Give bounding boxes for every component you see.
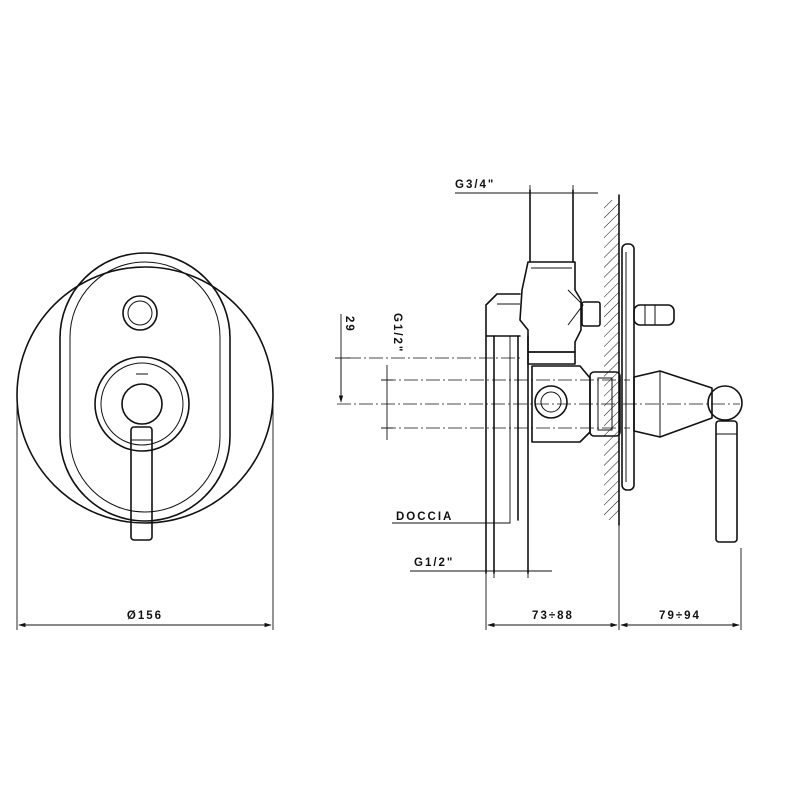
cover-plate-inner-oval-2: [69, 261, 221, 513]
outlet-name-label: DOCCIA: [396, 511, 453, 523]
side-view: [337, 189, 743, 574]
depth-range-dimension: 73÷88: [485, 525, 620, 630]
offset-label: 29: [343, 316, 355, 333]
diverter-knob-inner: [127, 300, 153, 326]
handle-ball: [707, 385, 743, 421]
wall-hatch: [604, 200, 619, 520]
outlet-size-bottom-label: G1/2": [414, 557, 454, 569]
mixer-connector-inner: [540, 391, 562, 413]
outlet-size-bottom-dimension: G1/2": [410, 557, 552, 578]
lever-handle: [130, 426, 153, 541]
mixer-rosette-inner: [100, 362, 184, 446]
shower-outlet-elbow: [485, 293, 521, 337]
offset-dimension: 29: [335, 314, 355, 403]
inlet-size-dimension: G3/4": [455, 179, 598, 194]
valve-body-upper: [519, 261, 582, 353]
cover-plate-outer: [16, 266, 274, 524]
front-view: [16, 252, 274, 541]
projection-range-dimension: 79÷94: [620, 548, 742, 630]
outlet-size-top-label: G1/2": [391, 313, 403, 353]
projection-range-label: 79÷94: [659, 610, 701, 622]
diverter-knob-outer: [122, 295, 158, 331]
mixer-connector-outer: [534, 385, 568, 419]
cover-plate-profile: [621, 243, 635, 491]
mixer-hub: [121, 383, 163, 425]
valve-neck: [527, 351, 576, 365]
inlet-size-label: G3/4": [455, 179, 495, 191]
depth-range-label: 73÷88: [532, 610, 574, 622]
handle-lever-side: [715, 420, 738, 543]
outlet-name-callout: DOCCIA: [392, 336, 511, 524]
diameter-dimension: Ø156: [16, 398, 274, 630]
mixer-rosette-outer: [94, 356, 190, 452]
cover-plate-inner-oval: [59, 252, 231, 522]
diverter-spindle: [581, 301, 601, 327]
diameter-label: Ø156: [127, 610, 163, 622]
diverter-knob-side: [633, 304, 675, 326]
outlet-size-top-dimension: G1/2": [381, 313, 403, 440]
